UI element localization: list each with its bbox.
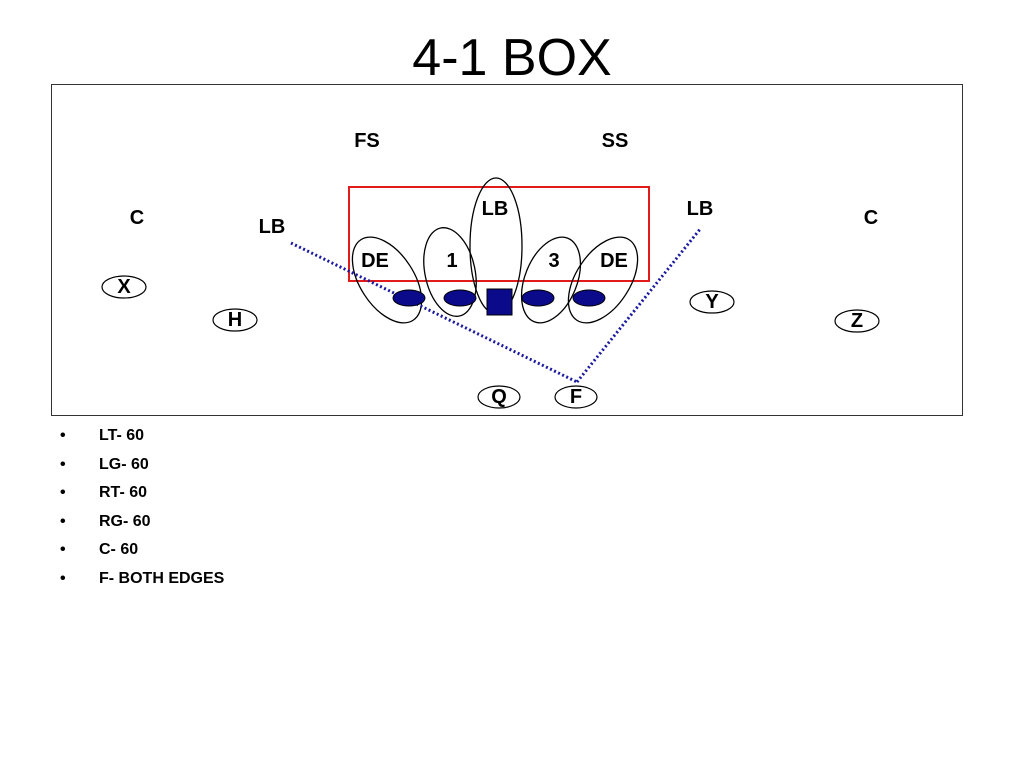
label-h: H [227,309,243,331]
list-item: • C- 60 [60,540,224,569]
player-oval-f [554,385,598,409]
assignment-list: • LT- 60 • LG- 60 • RT- 60 • RG- 60 • C- 60 •… [60,426,224,598]
gap-ellipse-1 [423,227,477,317]
offensive-lineman-rt [572,289,606,307]
label-lb-left: LB [258,216,286,238]
list-item: • RT- 60 [60,483,224,512]
label-de-right: DE [600,250,628,272]
bullet-icon: • [60,512,66,530]
list-item-text: RG- 60 [99,512,151,530]
list-item-text: F- BOTH EDGES [99,569,225,587]
play-diagram-field [51,84,963,416]
offensive-lineman-center [486,288,513,316]
list-item: • RG- 60 [60,512,224,541]
label-x: X [117,276,131,298]
list-item: • LT- 60 [60,426,224,455]
label-ss: SS [601,130,629,152]
label-z: Z [850,310,864,332]
label-lb-middle: LB [481,198,509,220]
label-tech-1: 1 [446,250,458,272]
label-lb-right: LB [686,198,714,220]
page-title: 4-1 BOX [412,29,612,87]
offensive-lineman-lt [392,289,426,307]
gap-ellipse-de-right [567,236,639,324]
player-oval-z [834,309,880,333]
bullet-icon: • [60,484,66,502]
label-tech-3: 3 [548,250,560,272]
player-oval-y [689,290,735,314]
offensive-lineman-lg [443,289,477,307]
list-item-text: C- 60 [99,541,139,559]
label-c-left: C [129,207,145,229]
list-item-text: LG- 60 [99,455,149,473]
label-q: Q [491,386,507,408]
player-oval-h [212,308,258,332]
route-left-edge [290,241,578,384]
gap-ellipse-3 [520,236,582,324]
offensive-lineman-rg [521,289,555,307]
gap-ellipse-de-left [351,236,423,324]
label-c-right: C [863,207,879,229]
list-item: • F- BOTH EDGES [60,569,224,598]
bullet-icon: • [60,455,66,473]
label-f: F [569,386,583,408]
bullet-icon: • [60,541,66,559]
list-item-text: RT- 60 [99,484,148,502]
list-item-text: LT- 60 [99,427,145,444]
label-fs: FS [354,130,380,152]
bullet-icon: • [60,569,66,587]
route-right-edge [575,227,703,383]
bullet-icon: • [60,427,66,444]
label-y: Y [705,291,719,313]
player-oval-x [101,275,147,299]
list-item: • LG- 60 [60,455,224,484]
player-oval-q [477,385,521,409]
label-de-left: DE [361,250,389,272]
red-box [348,186,650,282]
